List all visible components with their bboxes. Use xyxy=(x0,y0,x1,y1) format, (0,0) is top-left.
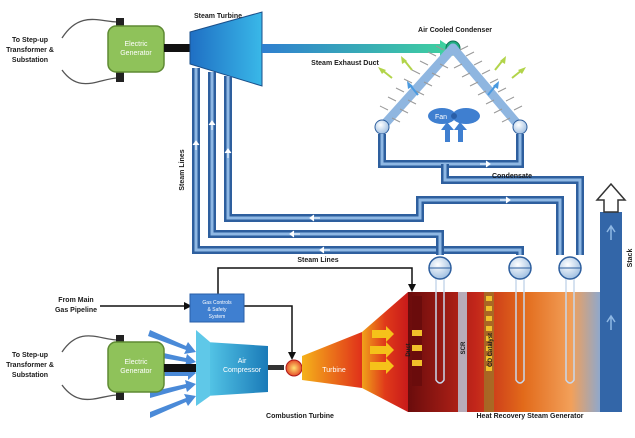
compressor-shaft xyxy=(268,365,284,370)
air-compressor xyxy=(206,342,268,396)
cooling-air-arrows xyxy=(378,56,526,96)
gas-controls-label-2: & Safety xyxy=(208,307,227,313)
gas-arrow-3 xyxy=(408,284,416,292)
steam-turbine-label: Steam Turbine xyxy=(194,13,242,20)
air-cooled-condenser xyxy=(374,43,528,135)
gas-controls-box xyxy=(189,293,245,323)
gas-arrow-1 xyxy=(184,302,192,310)
duct-burners xyxy=(412,296,422,386)
gas-arrow-2 xyxy=(288,352,296,360)
transformer-bottom-label-2: Transformer & xyxy=(6,362,54,369)
turbine-label: Turbine xyxy=(322,367,346,374)
transformer-top-label-3: Substation xyxy=(12,57,48,64)
steam-exhaust-duct-label: Steam Exhaust Duct xyxy=(311,60,379,67)
hrsg-tubes xyxy=(435,279,575,384)
generator-top-label-2: Generator xyxy=(120,50,152,57)
hrsg-body xyxy=(408,292,600,412)
gas-controls-label-3: System xyxy=(209,314,226,320)
air-cooled-condenser-label: Air Cooled Condenser xyxy=(418,27,492,34)
gas-controls-label-1: Gas Controls xyxy=(202,300,232,306)
transformer-wires-bottom xyxy=(61,335,119,401)
transformer-top-label-1: To Step-up xyxy=(12,37,48,44)
electric-generator-bottom: Electric Generator xyxy=(107,335,165,400)
combustion-turbine-label: Combustion Turbine xyxy=(266,413,334,420)
condensate-label: Condensate xyxy=(492,173,532,180)
gas-line xyxy=(100,267,413,358)
stack xyxy=(595,182,627,412)
transformer-top-label-2: Transformer & xyxy=(6,47,54,54)
fan-label: Fan xyxy=(435,114,447,121)
steam-lines xyxy=(192,68,564,255)
fan: Fan xyxy=(428,108,480,142)
steam-turbine xyxy=(189,11,263,87)
generator-bottom-label-2: Generator xyxy=(120,368,152,375)
steam-lines-vertical-label: Steam Lines xyxy=(179,149,186,190)
gas-turbine xyxy=(302,332,362,388)
gas-pipeline-label-2: Gas Pipeline xyxy=(55,307,97,314)
combustor xyxy=(285,359,303,377)
co-catalyst-dots xyxy=(486,296,492,371)
stack-label: Stack xyxy=(627,249,634,268)
transformer-wires-top xyxy=(61,18,119,85)
transformer-bottom-label-3: Substation xyxy=(12,372,48,379)
transformer-bottom-label-1: To Step-up xyxy=(12,352,48,359)
shaft-bottom xyxy=(164,364,196,372)
steam-line-arrows xyxy=(192,120,511,254)
co-catalyst-label: CO Catalyst xyxy=(488,333,494,367)
condensate-pipe xyxy=(378,134,584,255)
generator-bottom-label-1: Electric xyxy=(125,359,148,366)
generator-top-label-1: Electric xyxy=(125,41,148,48)
air-compressor-label-2: Compressor xyxy=(223,367,262,374)
compressor-inlet xyxy=(196,330,210,406)
scr-label: SCR xyxy=(461,341,467,354)
steam-exhaust-duct xyxy=(262,44,447,53)
hrsg-label: Heat Recovery Steam Generator xyxy=(477,413,584,420)
gas-pipeline-label-1: From Main xyxy=(58,297,93,304)
exhaust-flow-arrows xyxy=(370,326,394,374)
scr-block xyxy=(458,292,467,412)
duct-label: Duct xyxy=(406,343,412,356)
co-catalyst-block xyxy=(484,292,494,412)
shaft-top xyxy=(164,44,190,52)
steam-lines-horizontal-label: Steam Lines xyxy=(297,257,338,264)
air-compressor-label-1: Air xyxy=(238,358,247,365)
electric-generator-top: Electric Generator xyxy=(107,18,165,82)
steam-drums xyxy=(428,256,582,280)
